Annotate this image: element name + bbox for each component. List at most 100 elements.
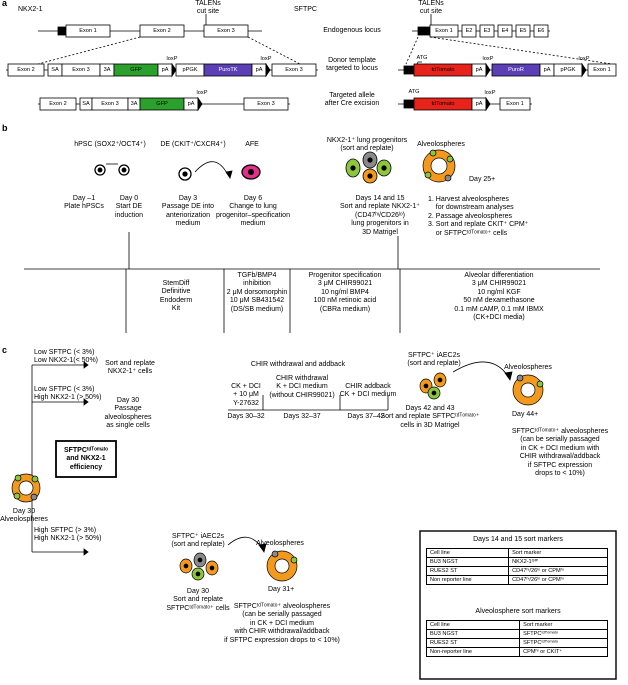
days-30-32: Days 30–32 (227, 413, 265, 420)
donor-pa-label: pA (161, 67, 169, 73)
segment-addback: CHIR addback CK + DCI medium (339, 383, 397, 399)
table-cell: CPMʰᶦ or CKIT⁺ (519, 647, 608, 657)
alveosphere-b (422, 149, 456, 183)
donor-ppgk-label: pPGK (182, 67, 198, 73)
nkx-talens-label: TALENs cut site (195, 0, 221, 16)
sort-markers-box (419, 530, 617, 680)
day-6: Day 6 Change to lung progenitor–specific… (216, 195, 290, 228)
table-cell: BU3 NGST (425, 557, 510, 567)
table-header-cell: Sort marker (508, 548, 608, 558)
sftpc-tdtomato-label: tdTomato (431, 67, 455, 73)
table-cell: RUES2 ST (425, 566, 510, 576)
excised-sftpc-loxp-label: loxP (484, 90, 496, 96)
progenitor-label: NKX2-1⁺ lung progenitors (sort and repla… (326, 137, 408, 153)
sftpc-talens-label: TALENs cut site (418, 0, 444, 16)
days-42-43: Days 42 and 43 Sort and replate SFTPCᵗᵈᵀ… (380, 405, 480, 429)
excised-pa-label: pA (187, 101, 195, 107)
sort-nkx-label: Sort and replate NKX2-1⁺ cells (105, 360, 155, 376)
alveosphere-day30 (11, 473, 41, 503)
efficiency-box (55, 440, 117, 478)
table-header-cell: Cell line (425, 548, 510, 558)
excised-exon2-label: Exon 2 (49, 101, 67, 107)
row-label-targeted: Targeted allele after Cre excision (324, 92, 380, 108)
table-header-cell: Sort marker (519, 620, 608, 630)
sftpc-exon1-label: Exon 1 (435, 28, 453, 34)
donor-pa2-label: pA (255, 67, 263, 73)
day-3: Day 3 Passage DE into anteriorization me… (161, 195, 215, 228)
nkx-title: NKX2-1 (18, 6, 43, 13)
table-cell: Non reporter line (425, 575, 510, 585)
sftpc-pa2-label: pA (543, 67, 551, 73)
alveosphere-bottom (266, 550, 298, 582)
media-ckdci: Alveolar differentiation 3 μM CHIR99021 … (454, 272, 544, 322)
day-25: Day 25+ (469, 176, 496, 183)
table-cell: BU3 NGST (425, 629, 521, 639)
sftpc-ppgk-label: pPGK (560, 67, 576, 73)
donor-sa-label: SA (51, 67, 59, 73)
afe-label: AFE (245, 141, 259, 148)
nkx-exon1-label: Exon 1 (79, 28, 97, 34)
day31-text: SFTPCᵗᵈᵀᵒᵐᵃᵗᵒ⁺ alveolospheres (can be se… (224, 603, 340, 644)
iaec-top-label: SFTPC⁺ iAEC2s (sort and replate) (407, 352, 461, 368)
panel-label-a: a (2, 0, 8, 8)
days-14-15: Days 14 and 15 Sort and replate NKX2-1⁺ … (340, 195, 420, 236)
panel-label-c: c (2, 345, 8, 355)
sftpc-loxp1-label: loxP (482, 56, 494, 62)
progenitor-cells (345, 151, 392, 184)
table-header-cell: Cell line (425, 620, 521, 630)
excised-exon3b-label: Exon 3 (257, 101, 275, 107)
excised-atg-label: ATG (408, 89, 420, 95)
day25-steps: 1. Harvest alveolospheres for downstream… (428, 196, 529, 237)
panel-label-b: b (2, 123, 8, 133)
table-cell: Non-reporter line (425, 647, 521, 657)
iaec-bottom-label: SFTPC⁺ iAEC2s (sort and replate) (171, 533, 225, 549)
sftpc-e5-label: E5 (519, 28, 527, 34)
branch-high-high: High SFTPC (> 3%) High NKX2-1 (> 50%) (34, 527, 102, 543)
day-44: Day 44+ (512, 411, 539, 418)
day-31: Day 31+ (268, 586, 295, 593)
row-label-donor: Donor template targeted to locus (326, 57, 378, 73)
sftpc-title: SFTPC (294, 6, 317, 13)
media-de: StemDiff Definitive Endoderm Kit (159, 280, 193, 313)
table-cell: CD47ʰᶦ/26ˡᵒ or CPMʰᶦ (508, 566, 608, 576)
excised-loxp-label: loxP (196, 90, 208, 96)
iaec-cells-top (419, 372, 447, 400)
row-label-endogenous: Endogenous locus (323, 27, 381, 34)
alveo-label-b: Alveolospheres (417, 141, 465, 148)
excised-tdtomato-label: tdTomato (431, 101, 455, 107)
table2-title: Alveolosphere sort markers (475, 608, 561, 615)
excised-sftpc-exon1-label: Exon 1 (506, 101, 524, 107)
day30-passage: Day 30 Passage alveolospheres as single … (104, 397, 152, 430)
donor-gfp-label: GFP (130, 67, 142, 73)
donor-exon3b-label: Exon 3 (285, 67, 303, 73)
days-37-42: Days 37–42 (347, 413, 385, 420)
day-0: Day 0 Start DE induction (114, 195, 144, 219)
day30-sort: Day 30 Sort and replate SFTPCᵗᵈᵀᵒᵐᵃᵗᵒ⁺ c… (166, 588, 230, 612)
de-label: DE (CKIT⁺/CXCR4⁺) (160, 141, 226, 148)
branch-low-low: Low SFTPC (< 3%) Low NKX2-1(< 50%) (34, 349, 99, 365)
alveosphere-top (512, 374, 544, 406)
day44-text: SFTPCᵗᵈᵀᵒᵐᵃᵗᵒ⁺ alveolospheres (can be se… (511, 428, 609, 478)
nkx-utr-block (57, 26, 67, 36)
sftpc-exon1b-label: Exon 1 (593, 67, 611, 73)
donor-3a-label: 3A (103, 67, 111, 73)
sftpc-loxp2-label: loxP (578, 56, 590, 62)
hpsc-label: hPSC (SOX2⁺/OCT4⁺) (74, 141, 146, 148)
iaec-cells-bottom (179, 552, 219, 581)
media-dssb: TGFb/BMP4 inhibition 2 μM dorsomorphin 1… (226, 272, 288, 313)
table-cell: CD47ʰᶦ/26ˡᵒ or CPMʰᶦ (508, 575, 608, 585)
days-32-37: Days 32–37 (283, 413, 321, 420)
excised-3a-label: 3A (130, 101, 138, 107)
nkx-exon2-box (139, 24, 185, 38)
table-cell: SFTPCᵗᵈᵀᵒᵐᵃᵗᵒ (519, 629, 608, 639)
branch-low-high: Low SFTPC (< 3%) High NKX2-1 (> 50%) (34, 386, 102, 402)
donor-loxp2-label: loxP (260, 56, 272, 62)
